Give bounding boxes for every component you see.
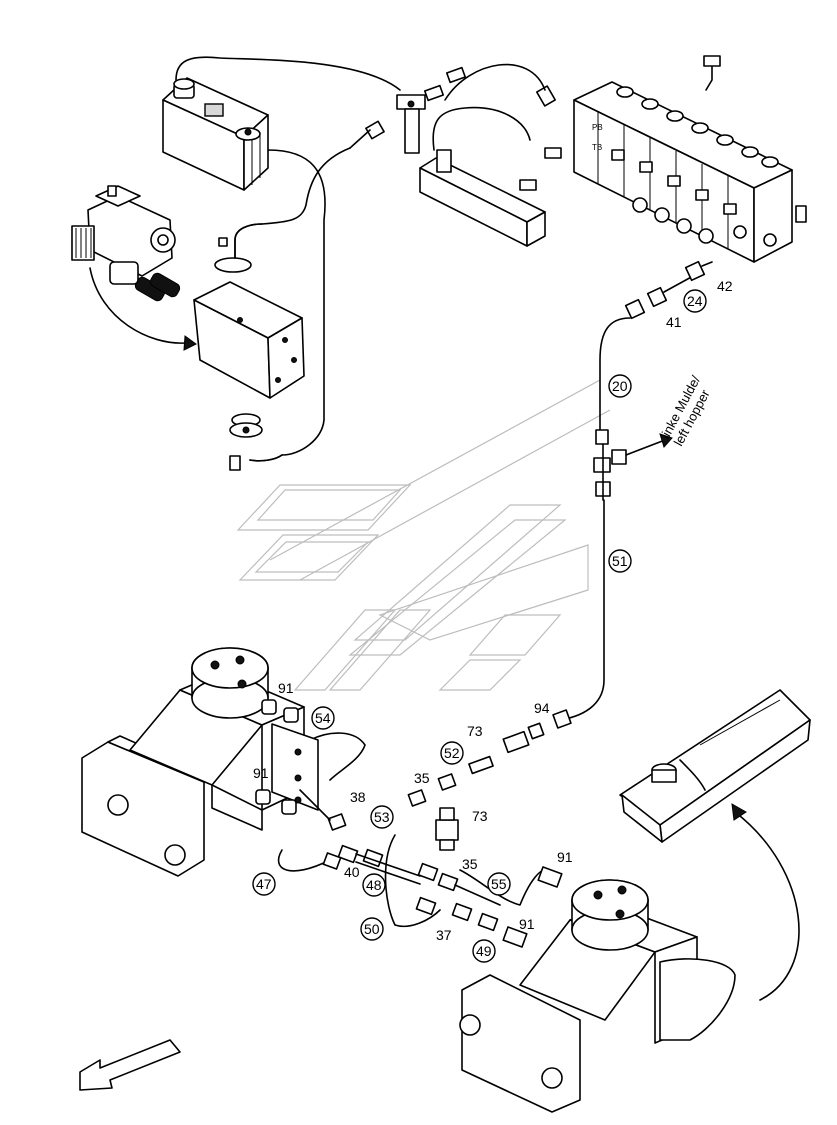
callout-91-left: 91 xyxy=(253,765,269,781)
callout-94: 94 xyxy=(534,700,550,716)
valve-spools xyxy=(616,86,779,168)
valve-ports xyxy=(611,149,777,247)
gear-pump xyxy=(193,223,305,471)
callout-91-lower: 91 xyxy=(519,916,535,932)
callout-48: 48 xyxy=(366,877,382,893)
callout-91: 91 xyxy=(278,680,294,696)
callout-35-lower: 35 xyxy=(462,856,478,872)
tb-port-label: TB xyxy=(592,143,602,152)
control-valve-block: PB TB xyxy=(573,55,807,263)
left-hopper-note: linke Mulde/ left hopper xyxy=(657,373,713,449)
callout-53: 53 xyxy=(374,809,390,825)
center-fittings-cluster xyxy=(299,709,572,948)
hydraulic-hoses xyxy=(175,56,631,928)
callout-37: 37 xyxy=(436,927,452,943)
callout-20: 20 xyxy=(612,378,628,394)
engine-with-pump xyxy=(71,185,197,351)
watermark-logo xyxy=(236,379,611,691)
left-cylinder-mount xyxy=(81,647,319,877)
callout-54: 54 xyxy=(315,710,331,726)
callout-47: 47 xyxy=(256,876,272,892)
callout-50: 50 xyxy=(364,921,380,937)
right-cylinder-mount xyxy=(459,879,736,1113)
callout-41: 41 xyxy=(666,314,682,330)
callout-40: 40 xyxy=(344,864,360,880)
callout-52: 52 xyxy=(444,745,460,761)
callout-49: 49 xyxy=(476,943,492,959)
pipe-tee-fitting xyxy=(593,429,673,501)
pipe-fittings-41-24-42 xyxy=(624,260,713,320)
callout-91-right: 91 xyxy=(557,849,573,865)
hydraulic-tank xyxy=(162,77,269,191)
hopper-thumbnail xyxy=(619,689,811,1001)
direction-arrow xyxy=(79,1039,181,1091)
callout-38: 38 xyxy=(350,789,366,805)
callout-42: 42 xyxy=(717,278,733,294)
callout-circle-54 xyxy=(311,706,335,730)
valve-fittings xyxy=(349,66,562,191)
pb-port-label: PB xyxy=(592,123,603,132)
callout-24: 24 xyxy=(687,293,703,309)
callout-51: 51 xyxy=(612,553,628,569)
return-filter xyxy=(396,94,546,247)
callout-55: 55 xyxy=(491,876,507,892)
callout-35-upper: 35 xyxy=(414,770,430,786)
part-callouts: 91 54 91 38 53 47 40 48 50 37 49 91 55 9… xyxy=(252,278,733,963)
callout-73-lower: 73 xyxy=(472,808,488,824)
callout-73-upper: 73 xyxy=(467,723,483,739)
